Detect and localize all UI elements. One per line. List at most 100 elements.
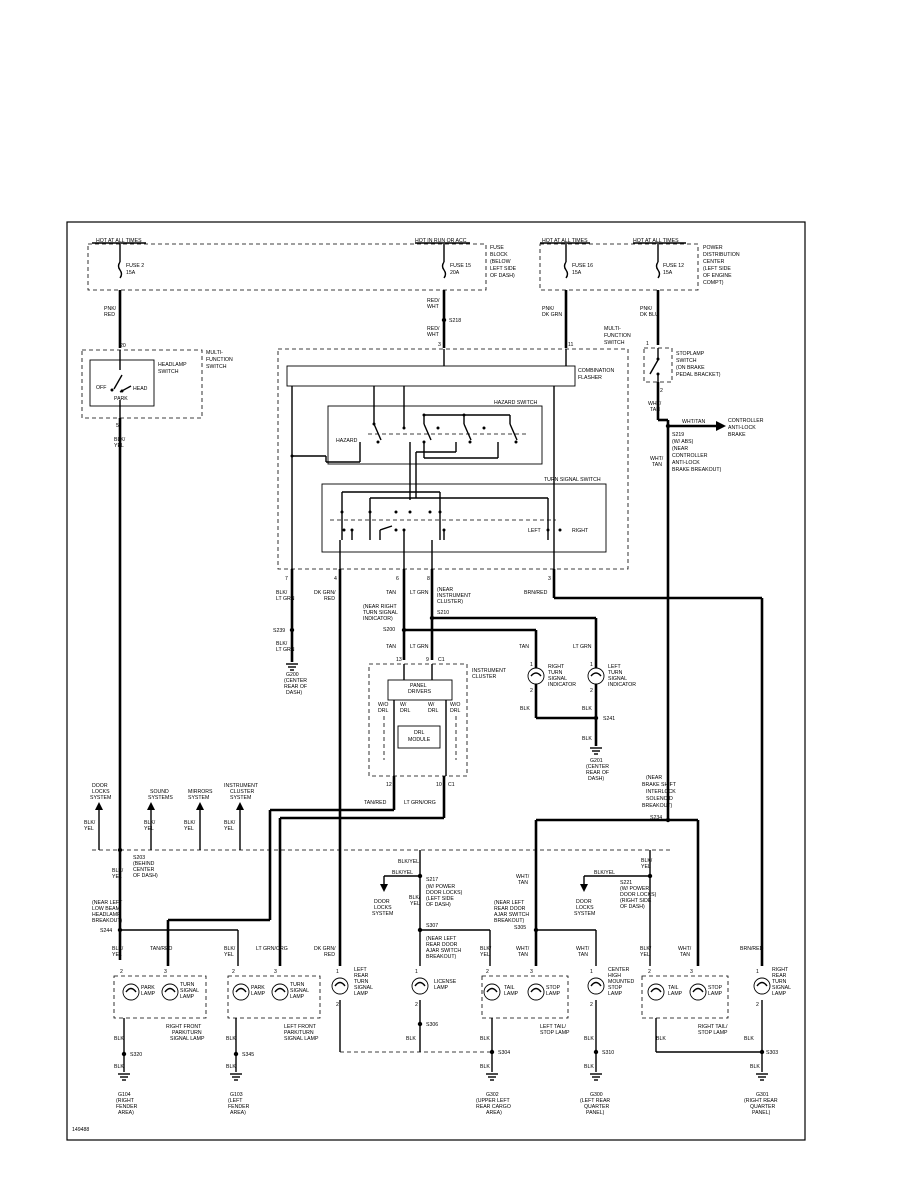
svg-text:CLUSTER): CLUSTER) <box>437 599 463 605</box>
svg-text:STOP: STOP <box>708 985 723 991</box>
svg-text:LEFT FRONT: LEFT FRONT <box>284 1024 317 1030</box>
svg-text:(LEFT REAR: (LEFT REAR <box>580 1098 610 1104</box>
fuse-block-label: FUSE BLOCK (BELOW LEFT SIDE OF DASH) <box>490 245 517 279</box>
svg-text:LT GRN/ORG: LT GRN/ORG <box>256 946 288 952</box>
svg-text:WHT/: WHT/ <box>678 946 692 952</box>
mfs-right-label: MULTI- <box>604 326 621 332</box>
svg-text:REAR: REAR <box>354 973 369 979</box>
svg-text:(NEAR: (NEAR <box>672 446 688 452</box>
svg-text:WHT: WHT <box>427 304 440 310</box>
svg-text:INSTRUMENT: INSTRUMENT <box>224 783 259 789</box>
svg-text:(RIGHT: (RIGHT <box>116 1098 135 1104</box>
svg-text:BREAKOUT): BREAKOUT) <box>642 803 673 809</box>
svg-text:WHT/: WHT/ <box>516 946 530 952</box>
svg-text:TAN/RED: TAN/RED <box>150 946 173 952</box>
svg-text:FENDER: FENDER <box>228 1104 250 1110</box>
svg-text:2: 2 <box>415 1002 418 1008</box>
svg-text:LAMP: LAMP <box>180 994 195 1000</box>
ground-g103: G103 (LEFT FENDER AREA) <box>228 1073 250 1116</box>
svg-text:DOOR LOCKS): DOOR LOCKS) <box>620 892 657 898</box>
svg-text:HEAD: HEAD <box>133 386 148 392</box>
svg-text:S306: S306 <box>426 1022 438 1028</box>
svg-text:BLK/YEL: BLK/YEL <box>398 859 419 865</box>
controller-label: CONTROLLER <box>728 418 764 424</box>
wire-tan-a: TAN <box>386 590 396 596</box>
svg-text:SOLENOID: SOLENOID <box>646 796 673 802</box>
svg-text:REAR: REAR <box>772 973 787 979</box>
svg-text:OF DASH): OF DASH) <box>490 273 515 279</box>
svg-text:PARK: PARK <box>251 985 265 991</box>
svg-text:LAMP: LAMP <box>608 991 623 997</box>
svg-text:YEL: YEL <box>112 952 122 958</box>
svg-text:MOUNTED: MOUNTED <box>608 979 634 985</box>
svg-text:2: 2 <box>660 388 663 394</box>
svg-text:11: 11 <box>568 342 573 348</box>
svg-text:(NEAR LEFT: (NEAR LEFT <box>494 900 525 906</box>
svg-text:TURN SIGNAL: TURN SIGNAL <box>363 610 398 616</box>
svg-text:8: 8 <box>427 576 430 582</box>
svg-text:LEFT SIDE: LEFT SIDE <box>490 266 517 272</box>
svg-text:DISTRIBUTION: DISTRIBUTION <box>703 252 740 258</box>
svg-text:DOOR LOCKS): DOOR LOCKS) <box>426 890 463 896</box>
svg-text:SYSTEM: SYSTEM <box>574 911 595 917</box>
svg-text:TAIL: TAIL <box>668 985 679 991</box>
svg-text:15A: 15A <box>663 270 673 276</box>
svg-text:20A: 20A <box>450 270 460 276</box>
svg-text:(NEAR LEFT: (NEAR LEFT <box>426 936 457 942</box>
svg-text:(NEAR: (NEAR <box>437 587 453 593</box>
svg-text:REAR DOOR: REAR DOOR <box>494 906 526 912</box>
svg-text:RED: RED <box>324 596 335 602</box>
svg-text:BLK: BLK <box>226 1036 236 1042</box>
svg-text:S241: S241 <box>603 716 615 722</box>
svg-text:TURN: TURN <box>772 979 787 985</box>
svg-text:COMBINATION: COMBINATION <box>578 368 614 374</box>
svg-text:S219: S219 <box>672 432 684 438</box>
svg-text:(NEAR LEFT: (NEAR LEFT <box>92 900 123 906</box>
svg-text:BLK/YEL: BLK/YEL <box>594 870 615 876</box>
splice-s303 <box>759 1049 765 1055</box>
svg-text:YEL: YEL <box>480 952 490 958</box>
svg-text:RIGHT TAIL/: RIGHT TAIL/ <box>698 1024 728 1030</box>
hazard-contacts <box>326 386 518 500</box>
svg-text:LEFT: LEFT <box>608 664 622 670</box>
svg-text:OF DASH): OF DASH) <box>620 904 645 910</box>
svg-text:ANTI-LOCK: ANTI-LOCK <box>728 425 756 431</box>
svg-text:SYSTEMS: SYSTEMS <box>148 795 173 801</box>
svg-text:3: 3 <box>530 969 533 975</box>
svg-text:1: 1 <box>530 662 533 668</box>
svg-text:FUSE: FUSE <box>490 245 504 251</box>
svg-text:YEL: YEL <box>640 952 650 958</box>
svg-text:BLK/: BLK/ <box>112 868 124 874</box>
svg-text:BLK: BLK <box>750 1064 760 1070</box>
svg-text:LICENSE: LICENSE <box>434 979 457 985</box>
svg-text:BLK/YEL: BLK/YEL <box>392 870 413 876</box>
svg-text:TURN: TURN <box>548 670 563 676</box>
mirrors-system: MIRRORS SYSTEM <box>188 789 213 850</box>
door-locks-system-2: DOOR <box>374 899 390 905</box>
svg-text:TAN: TAN <box>652 462 662 468</box>
svg-text:RIGHT: RIGHT <box>772 967 789 973</box>
svg-text:(CENTER: (CENTER <box>284 678 307 684</box>
svg-text:S221: S221 <box>620 880 632 886</box>
svg-text:DK GRN/: DK GRN/ <box>314 946 336 952</box>
svg-text:3: 3 <box>438 342 441 348</box>
splice-s345 <box>233 1051 239 1057</box>
wire-wht-tan-1: WHT/ <box>648 401 662 407</box>
ground-g301: G301 (RIGHT REAR QUARTER PANEL) <box>744 1073 778 1116</box>
svg-text:BLK/: BLK/ <box>184 820 196 826</box>
svg-text:FUNCTION: FUNCTION <box>604 333 631 339</box>
svg-text:S217: S217 <box>426 877 438 883</box>
svg-text:W/O: W/O <box>450 702 460 708</box>
svg-text:FUSE 15: FUSE 15 <box>450 263 471 269</box>
svg-text:G104: G104 <box>118 1092 131 1098</box>
svg-text:TAIL: TAIL <box>504 985 515 991</box>
svg-text:FUSE 12: FUSE 12 <box>663 263 684 269</box>
svg-text:YEL: YEL <box>224 952 234 958</box>
svg-text:BLK: BLK <box>584 1064 594 1070</box>
svg-text:2: 2 <box>486 969 489 975</box>
license-lamp: 1 2 LICENSE LAMP <box>411 969 457 1008</box>
svg-text:1: 1 <box>336 969 339 975</box>
svg-text:(UPPER LEFT: (UPPER LEFT <box>476 1098 511 1104</box>
svg-text:WHT: WHT <box>427 332 440 338</box>
svg-text:15A: 15A <box>572 270 582 276</box>
